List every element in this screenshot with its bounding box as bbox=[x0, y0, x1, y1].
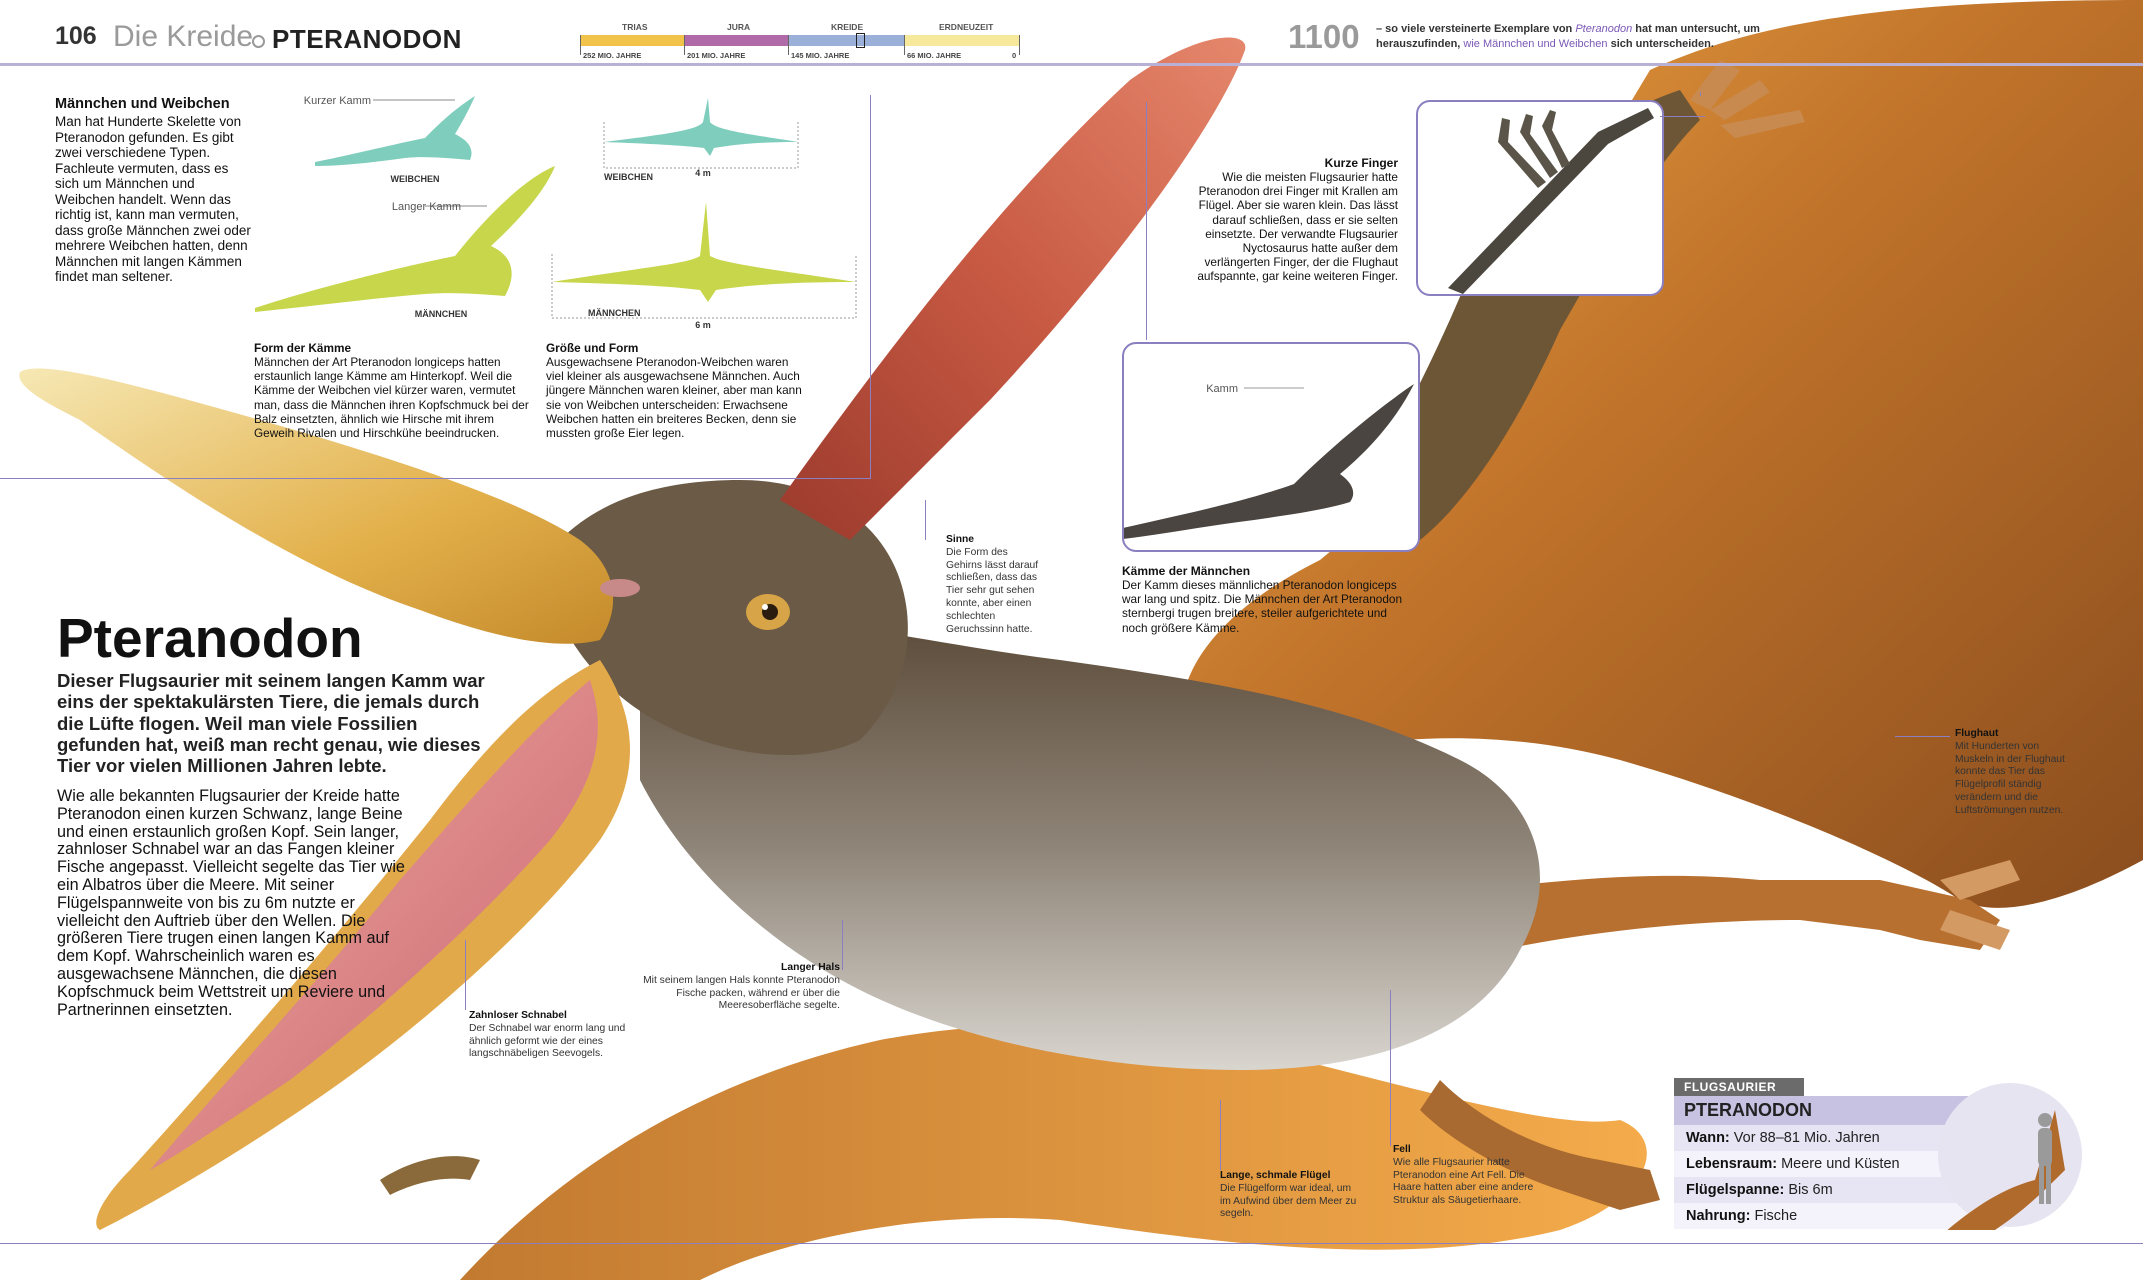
section-heading: Größe und Form bbox=[546, 341, 639, 355]
callout-body: Wie alle Flugsaurier hatte Pteranodon ei… bbox=[1393, 1156, 1534, 1207]
timeline-date: 0 bbox=[1012, 51, 1017, 60]
human-silhouette-icon bbox=[2038, 1113, 2052, 1204]
section-body: Männchen der Art Pteranodon longiceps ha… bbox=[254, 355, 529, 441]
upper-beak bbox=[19, 368, 614, 644]
page-title: PTERANODON bbox=[272, 24, 462, 54]
label-female-size: WEIBCHEN bbox=[604, 172, 653, 182]
label-crest: Kamm bbox=[1206, 383, 1238, 395]
timeline-date: 201 MIO. JAHRE bbox=[687, 51, 746, 60]
female-head-silhouette bbox=[315, 96, 475, 166]
header-rule bbox=[0, 63, 2143, 66]
callout-fell: Fell Wie alle Flugsaurier hatte Pteranod… bbox=[1393, 1144, 1553, 1208]
left-leg bbox=[1420, 1080, 1660, 1210]
right-wing bbox=[1180, 0, 2143, 908]
timeline-bar-trias bbox=[580, 35, 684, 46]
label-long-crest: Langer Kamm bbox=[392, 201, 461, 213]
callout-heading: Langer Hals bbox=[781, 962, 840, 973]
timeline-date: 252 MIO. JAHRE bbox=[583, 51, 642, 60]
panel-right-rule bbox=[870, 95, 871, 479]
header-separator-dot bbox=[252, 35, 265, 48]
main-intro: Dieser Flugsaurier mit seinem langen Kam… bbox=[57, 670, 485, 777]
callout-sinne: Sinne Die Form des Gehirns lässt darauf … bbox=[946, 534, 1042, 636]
kaemme-maennchen-section: Kämme der Männchen Der Kamm dieses männl… bbox=[1122, 564, 1412, 635]
crest bbox=[780, 37, 1246, 540]
label-female-span: 4 m bbox=[695, 168, 711, 178]
timeline-period-kreide: KREIDE bbox=[831, 22, 864, 32]
main-body: Wie alle bekannten Flugsaurier der Kreid… bbox=[57, 787, 405, 1019]
timeline-bar-jura bbox=[684, 35, 788, 46]
section-body: Wie die meisten Flugsaurier hatte Pteran… bbox=[1197, 170, 1398, 284]
callout-body: Der Schnabel war enorm lang und ähnlich … bbox=[469, 1022, 626, 1060]
callout-heading: Sinne bbox=[946, 534, 975, 545]
male-head-silhouette bbox=[255, 166, 555, 312]
callout-body: Die Form des Gehirns lässt darauf schlie… bbox=[946, 546, 1039, 635]
crest-inset: Kamm bbox=[1122, 342, 1420, 552]
male-wingspan-silhouette bbox=[552, 202, 856, 302]
timeline-bar-kreide bbox=[788, 35, 904, 46]
maennchen-weibchen-section: Männchen und Weibchen Man hat Hunderte S… bbox=[55, 96, 255, 285]
page-number: 106 bbox=[55, 22, 97, 50]
label-male-span: 6 m bbox=[695, 320, 711, 330]
callout-heading: Lange, schmale Flügel bbox=[1220, 1170, 1331, 1181]
head-comparison-diagram: Kurzer Kamm Langer Kamm WEIBCHEN MÄNNCHE… bbox=[255, 95, 555, 319]
callout-langer-hals: Langer Hals Mit seinem langen Hals konnt… bbox=[640, 962, 840, 1013]
label-female-head: WEIBCHEN bbox=[391, 174, 440, 184]
callout-heading: Fell bbox=[1393, 1144, 1411, 1155]
callout-body: Die Flügelform war ideal, um im Aufwind … bbox=[1220, 1182, 1357, 1220]
wing-finger-fossil bbox=[1448, 108, 1654, 294]
section-heading: Kämme der Männchen bbox=[1122, 564, 1251, 578]
timeline-period-trias: TRIAS bbox=[622, 22, 648, 32]
female-wingspan-silhouette bbox=[604, 98, 798, 156]
kurze-finger-section: Kurze Finger Wie die meisten Flugsaurier… bbox=[1192, 156, 1398, 284]
right-leg bbox=[1480, 875, 2000, 950]
callout-heading: Flughaut bbox=[1955, 728, 1999, 739]
timeline-period-erdneuzeit: ERDNEUZEIT bbox=[939, 22, 994, 32]
label-short-crest: Kurzer Kamm bbox=[304, 95, 371, 107]
timeline-date: 66 MIO. JAHRE bbox=[907, 51, 962, 60]
callout-flughaut: Flughaut Mit Hunderten von Muskeln in de… bbox=[1955, 728, 2075, 818]
chapter-title: Die Kreide bbox=[113, 20, 254, 53]
label-male-size: MÄNNCHEN bbox=[588, 308, 641, 318]
timeline-bar-erdneuzeit bbox=[904, 35, 1020, 46]
section-heading: Form der Kämme bbox=[254, 341, 352, 355]
fact-box-row: Nahrung: Fische bbox=[1674, 1203, 2004, 1229]
fact-text: – so viele versteinerte Exemplare von Pt… bbox=[1376, 23, 1760, 50]
callout-body: Mit seinem langen Hals konnte Pteranodon… bbox=[643, 974, 840, 1012]
timeline-marker bbox=[856, 33, 865, 48]
fact-number: 1100 bbox=[1288, 18, 1360, 55]
footer-rule bbox=[0, 1243, 2143, 1244]
section-body: Der Kamm dieses männlichen Pteranodon lo… bbox=[1122, 578, 1403, 635]
section-heading: Männchen und Weibchen bbox=[55, 96, 230, 112]
panel-bottom-rule bbox=[0, 478, 870, 479]
groesse-form-section: Größe und Form Ausgewachsene Pteranodon-… bbox=[546, 341, 808, 440]
wingspan-comparison-diagram: WEIBCHEN 4 m MÄNNCHEN 6 m bbox=[551, 98, 857, 330]
crest-fossil: Kamm bbox=[1124, 383, 1414, 539]
label-male-head: MÄNNCHEN bbox=[415, 309, 468, 319]
callout-zahnloser-schnabel: Zahnloser Schnabel Der Schnabel war enor… bbox=[469, 1010, 629, 1061]
section-body: Ausgewachsene Pteranodon-Weibchen waren … bbox=[546, 355, 802, 441]
fact-box-tag: FLUGSAURIER bbox=[1674, 1078, 1804, 1096]
head bbox=[560, 480, 908, 755]
section-heading: Kurze Finger bbox=[1324, 156, 1398, 170]
section-body: Man hat Hunderte Skelette von Pteranodon… bbox=[55, 114, 251, 284]
main-title: Pteranodon bbox=[57, 607, 363, 669]
form-kaemme-section: Form der Kämme Männchen der Art Pteranod… bbox=[254, 341, 529, 440]
timeline-date: 145 MIO. JAHRE bbox=[791, 51, 850, 60]
size-comparison-icon bbox=[1938, 1083, 2082, 1230]
callout-heading: Zahnloser Schnabel bbox=[469, 1010, 567, 1021]
callout-fluegel: Lange, schmale Flügel Die Flügelform war… bbox=[1220, 1170, 1360, 1221]
callout-body: Mit Hunderten von Muskeln in der Flughau… bbox=[1955, 740, 2065, 816]
geologic-timeline: TRIAS JURA KREIDE ERDNEUZEIT 252 MIO. JA… bbox=[580, 22, 1020, 62]
finger-inset bbox=[1416, 100, 1664, 296]
left-lower-wing bbox=[460, 1025, 1647, 1280]
timeline-period-jura: JURA bbox=[727, 22, 751, 32]
